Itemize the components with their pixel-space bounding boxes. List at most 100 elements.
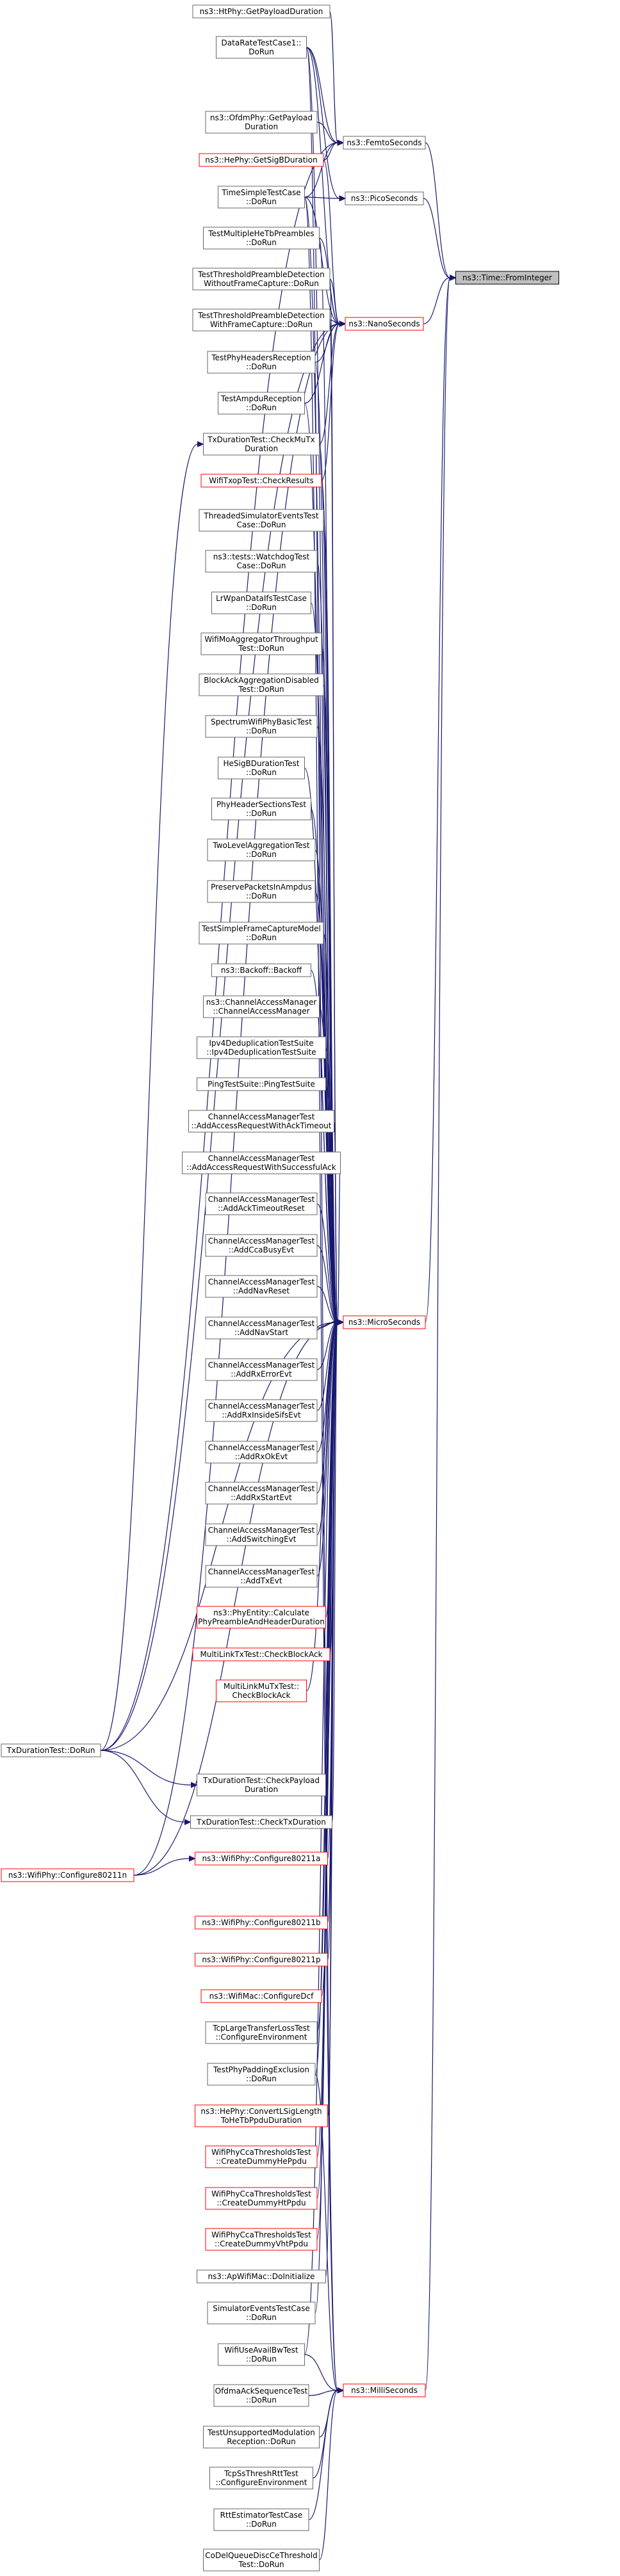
node-box — [205, 1565, 318, 1588]
node-c19[interactable]: PhyHeaderSectionsTest::DoRun — [211, 797, 311, 820]
node-c33[interactable]: ChannelAccessManagerTest::AddRxErrorEvt — [205, 1358, 318, 1381]
node-c31[interactable]: ChannelAccessManagerTest::AddNavReset — [205, 1275, 318, 1298]
node-c9[interactable]: TestAmpduReception::DoRun — [218, 392, 305, 415]
node-c35[interactable]: ChannelAccessManagerTest::AddRxOkEvt — [205, 1441, 318, 1464]
node-c29[interactable]: ChannelAccessManagerTest::AddAckTimeoutR… — [205, 1192, 318, 1215]
node-c39[interactable]: ns3::PhyEntity::CalculatePhyPreambleAndH… — [197, 1606, 326, 1629]
node-c4[interactable]: TimeSimpleTestCase::DoRun — [218, 186, 305, 209]
node-c24[interactable]: ns3::ChannelAccessManager::ChannelAccess… — [203, 995, 320, 1018]
node-c38[interactable]: ChannelAccessManagerTest::AddTxEvt — [205, 1565, 318, 1588]
node-c53[interactable]: WifiPhyCcaThresholdsTest::CreateDummyHeP… — [205, 2145, 318, 2168]
node-c55[interactable]: WifiPhyCcaThresholdsTest::CreateDummyVht… — [205, 2228, 318, 2251]
edge-line — [304, 323, 340, 404]
node-c27[interactable]: ChannelAccessManagerTest::AddAccessReque… — [188, 1110, 334, 1133]
node-c58[interactable]: WifiUseAvailBwTest::DoRun — [218, 2343, 305, 2366]
node-c46[interactable]: ns3::WifiPhy::Configure80211a — [195, 1852, 328, 1866]
node-box — [205, 550, 318, 573]
edge-line — [306, 47, 338, 2391]
node-pico[interactable]: ns3::PicoSeconds — [345, 191, 424, 205]
node-c25[interactable]: Ipv4DeduplicationTestSuite::Ipv4Deduplic… — [197, 1036, 326, 1059]
node-c44[interactable]: TxDurationTest::CheckTxDuration — [190, 1815, 332, 1829]
node-label: ::DoRun — [246, 403, 277, 412]
node-c50[interactable]: TcpLargeTransferLossTest::ConfigureEnvir… — [205, 2021, 318, 2044]
edge-c45-c46 — [133, 1855, 196, 1876]
node-label: CheckBlockAck — [232, 1691, 291, 1700]
node-c56[interactable]: ns3::ApWifiMac::DoInitialize — [197, 2269, 326, 2284]
node-box — [203, 227, 320, 250]
node-c34[interactable]: ChannelAccessManagerTest::AddRxInsideSif… — [205, 1399, 318, 1422]
node-c26[interactable]: PingTestSuite::PingTestSuite — [197, 1077, 326, 1091]
node-c3[interactable]: ns3::HePhy::GetSigBDuration — [199, 153, 324, 167]
node-c37[interactable]: ChannelAccessManagerTest::AddSwitchingEv… — [205, 1523, 318, 1546]
node-box — [213, 2508, 309, 2531]
node-c41[interactable]: MultiLinkMuTxTest::CheckBlockAck — [216, 1679, 307, 1702]
node-c21[interactable]: PreservePacketsInAmpdus::DoRun — [207, 880, 316, 903]
node-c20[interactable]: TwoLevelAggregationTest::DoRun — [207, 838, 316, 861]
node-c45[interactable]: ns3::WifiPhy::Configure80211n — [1, 1868, 135, 1882]
edge-line — [316, 1322, 338, 1370]
node-box — [205, 1523, 318, 1546]
node-c54[interactable]: WifiPhyCcaThresholdsTest::CreateDummyHtP… — [205, 2187, 318, 2210]
node-c51[interactable]: TestPhyPaddingExclusion::DoRun — [207, 2063, 316, 2086]
node-c62[interactable]: RttEstimatorTestCase::DoRun — [213, 2508, 309, 2531]
node-label: ::ChannelAccessManager — [213, 1007, 309, 1016]
node-label: ::Ipv4DeduplicationTestSuite — [206, 1048, 316, 1057]
edge-line — [316, 726, 338, 1323]
node-c22[interactable]: TestSimpleFrameCaptureModel::DoRun — [199, 922, 324, 945]
node-label: Ipv4DeduplicationTestSuite — [209, 1039, 313, 1048]
node-label: ::DoRun — [246, 238, 277, 247]
node-micro[interactable]: ns3::MicroSeconds — [343, 1315, 426, 1329]
node-c11[interactable]: WifiTxopTest::CheckResults — [200, 474, 322, 488]
edge-c4-pico — [304, 195, 347, 202]
node-box — [200, 632, 322, 655]
node-c14[interactable]: LrWpanDataIfsTestCase::DoRun — [211, 591, 311, 614]
node-label: ns3::WifiMac::ConfigureDcf — [209, 1992, 314, 2001]
node-c30[interactable]: ChannelAccessManagerTest::AddCcaBusyEvt — [205, 1234, 318, 1257]
node-label: ns3::WifiPhy::Configure80211p — [202, 1955, 320, 1964]
node-c2[interactable]: ns3::OfdmPhy::GetPayloadDuration — [205, 111, 318, 134]
node-c8[interactable]: TestPhyHeadersReception::DoRun — [207, 351, 316, 374]
node-c49[interactable]: ns3::WifiMac::ConfigureDcf — [200, 1989, 322, 2003]
node-label: ns3::MicroSeconds — [348, 1318, 420, 1327]
node-nano[interactable]: ns3::NanoSeconds — [345, 317, 424, 331]
edge-line — [308, 2390, 338, 2520]
node-c23[interactable]: ns3::Backoff::Backoff — [211, 963, 311, 977]
node-c0[interactable]: ns3::HtPhy::GetPayloadDuration — [192, 4, 330, 19]
node-c61[interactable]: TcpSsThreshRttTest::ConfigureEnvironment — [209, 2467, 313, 2490]
node-c32[interactable]: ChannelAccessManagerTest::AddNavStart — [205, 1316, 318, 1340]
node-c52[interactable]: ns3::HePhy::ConvertLSigLengthToHeTbPpduD… — [195, 2104, 328, 2127]
node-c1[interactable]: DataRateTestCase1::DoRun — [216, 36, 307, 59]
node-box — [205, 2228, 318, 2251]
node-c59[interactable]: OfdmaAckSequenceTest::DoRun — [213, 2384, 309, 2407]
node-label: HeSigBDurationTest — [224, 759, 300, 768]
node-c40[interactable]: MultiLinkTxTest::CheckBlockAck — [192, 1647, 330, 1661]
node-c36[interactable]: ChannelAccessManagerTest::AddRxStartEvt — [205, 1482, 318, 1505]
node-c5[interactable]: TestMultipleHeTbPreambles::DoRun — [203, 227, 320, 250]
node-c47[interactable]: ns3::WifiPhy::Configure80211b — [195, 1916, 328, 1930]
node-box — [343, 2383, 426, 2397]
arrowhead-icon — [450, 275, 457, 281]
node-c57[interactable]: SimulatorEventsTestCase::DoRun — [207, 2301, 316, 2324]
edge-line — [331, 1322, 338, 1823]
node-femto[interactable]: ns3::FemtoSeconds — [343, 136, 426, 150]
node-c28[interactable]: ChannelAccessManagerTest::AddAccessReque… — [182, 1151, 341, 1174]
node-c18[interactable]: HeSigBDurationTest::DoRun — [218, 756, 305, 780]
node-c17[interactable]: SpectrumWifiPhyBasicTest::DoRun — [205, 715, 318, 738]
node-c6[interactable]: TestThresholdPreambleDetectionWithoutFra… — [192, 268, 330, 291]
node-label: WifiUseAvailBwTest — [224, 2346, 298, 2355]
node-label: ::DoRun — [246, 809, 277, 818]
node-c7[interactable]: TestThresholdPreambleDetectionWithFrameC… — [192, 308, 330, 332]
node-milli[interactable]: ns3::MilliSeconds — [343, 2383, 426, 2397]
node-c60[interactable]: TestUnsupportedModulationReception::DoRu… — [203, 2426, 320, 2449]
node-c48[interactable]: ns3::WifiPhy::Configure80211p — [195, 1953, 328, 1967]
node-c42[interactable]: TxDurationTest::DoRun — [1, 1743, 101, 1757]
node-target[interactable]: ns3::Time::FromInteger — [455, 271, 559, 285]
